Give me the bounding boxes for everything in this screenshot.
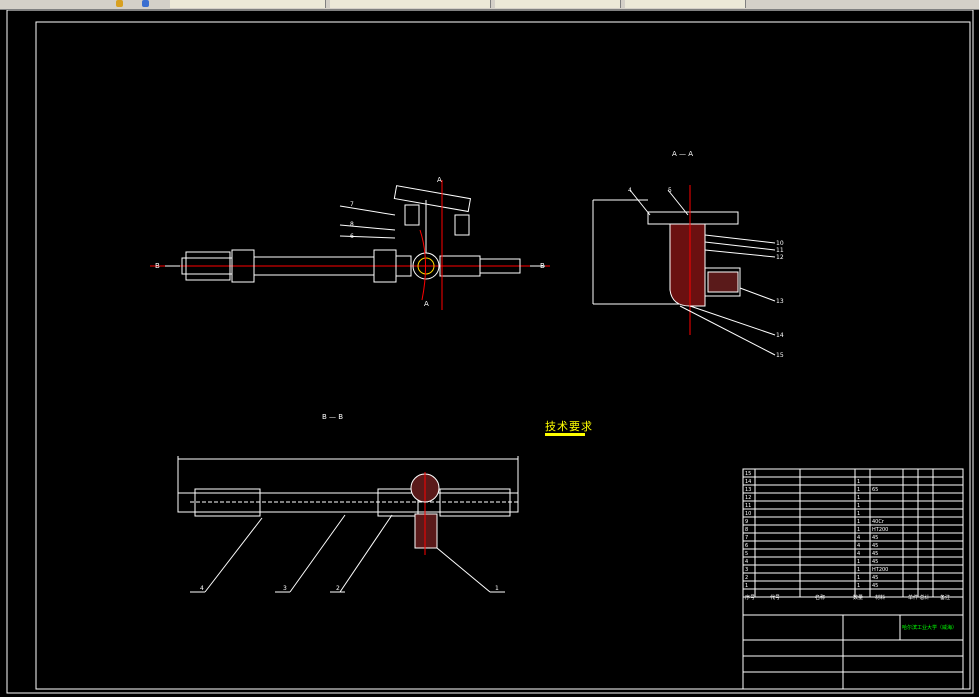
bom-row-no: 12 bbox=[745, 495, 751, 501]
inner-frame bbox=[35, 21, 971, 690]
bom-row-qty: 1 bbox=[857, 479, 860, 485]
bom-row-material: HT200 bbox=[872, 527, 888, 533]
bom-row-material: 40Cr bbox=[872, 519, 885, 525]
bom-row-material: 45 bbox=[872, 543, 878, 549]
section-bb: B — B 4 3 2 1 bbox=[177, 413, 520, 593]
bom-row-material: 45 bbox=[872, 535, 878, 541]
toolbar bbox=[0, 0, 979, 10]
bom-row-material: 45 bbox=[872, 575, 878, 581]
callout-3: 3 bbox=[283, 585, 287, 592]
outer-frame bbox=[6, 10, 974, 694]
bom-row-qty: 4 bbox=[857, 535, 860, 541]
bom-row-qty: 1 bbox=[857, 583, 860, 589]
bom-row-no: 4 bbox=[745, 559, 748, 565]
view-label-b-right: B bbox=[540, 262, 545, 270]
callout-4a: 4 bbox=[628, 187, 632, 194]
bom-row-no: 10 bbox=[745, 511, 751, 517]
bom-row-no: 13 bbox=[745, 487, 751, 493]
bom-row-no: 2 bbox=[745, 575, 748, 581]
section-bb-title: B — B bbox=[322, 413, 343, 421]
callout-6: 6 bbox=[350, 233, 354, 240]
school-name: 哈尔滨工业大学（威海） bbox=[902, 624, 957, 631]
section-aa: A — A 4 5 10 11 12 13 14 15 bbox=[592, 150, 784, 359]
cad-drawing: B B A A 7 8 6 A — A 4 5 10 11 12 13 14 1… bbox=[6, 10, 974, 694]
bom-row-qty: 1 bbox=[857, 519, 860, 525]
view-label-a-top: A bbox=[437, 176, 442, 184]
bom-row-no: 3 bbox=[745, 567, 748, 573]
bom-row-no: 11 bbox=[745, 503, 751, 509]
view-label-b-left: B bbox=[155, 262, 160, 270]
bom-row-no: 6 bbox=[745, 543, 748, 549]
bom-row-no: 5 bbox=[745, 551, 748, 557]
callout-13: 13 bbox=[776, 298, 784, 305]
bom-row-qty: 1 bbox=[857, 487, 860, 493]
bom-row-material: HT200 bbox=[872, 567, 888, 573]
bom-row-no: 1 bbox=[745, 583, 748, 589]
callout-11: 11 bbox=[776, 247, 784, 254]
callout-15: 15 bbox=[776, 352, 784, 359]
callout-10: 10 bbox=[776, 240, 784, 247]
callout-7: 7 bbox=[350, 201, 354, 208]
callout-1: 1 bbox=[495, 585, 499, 592]
callout-4b: 4 bbox=[200, 585, 204, 592]
tool-icon-1[interactable] bbox=[116, 0, 123, 7]
bom-row-no: 14 bbox=[745, 479, 751, 485]
callout-8: 8 bbox=[350, 221, 354, 228]
bom-row-qty: 1 bbox=[857, 495, 860, 501]
top-view: B B A A 7 8 6 bbox=[150, 176, 550, 310]
bom-row-qty: 1 bbox=[857, 575, 860, 581]
bom-row-qty: 1 bbox=[857, 567, 860, 573]
bom-row-material: 65 bbox=[872, 487, 878, 493]
callout-12: 12 bbox=[776, 254, 784, 261]
tool-icon-2[interactable] bbox=[142, 0, 149, 7]
bom-row-qty: 1 bbox=[857, 511, 860, 517]
view-label-a-bottom: A bbox=[424, 300, 429, 308]
callout-2: 2 bbox=[336, 585, 340, 592]
bom-row-no: 9 bbox=[745, 519, 748, 525]
bom-row-qty: 4 bbox=[857, 551, 860, 557]
bom-row-no: 8 bbox=[745, 527, 748, 533]
toolbar-field-4[interactable] bbox=[625, 0, 746, 8]
bom-row-qty: 1 bbox=[857, 503, 860, 509]
bom-row-material: 45 bbox=[872, 551, 878, 557]
bom-row-material: 45 bbox=[872, 583, 878, 589]
toolbar-field-2[interactable] bbox=[330, 0, 491, 8]
tech-requirements-label: 技术要求 bbox=[545, 420, 593, 433]
bom-row-no: 7 bbox=[745, 535, 748, 541]
callout-5a: 5 bbox=[668, 187, 672, 194]
bom-row-qty: 1 bbox=[857, 559, 860, 565]
bom-row-material: 45 bbox=[872, 559, 878, 565]
toolbar-field-3[interactable] bbox=[495, 0, 621, 8]
section-aa-title: A — A bbox=[672, 150, 693, 158]
tech-requirements-underline bbox=[545, 433, 585, 436]
toolbar-field-1[interactable] bbox=[170, 0, 326, 8]
bom-row-no: 15 bbox=[745, 471, 751, 477]
bom-row-qty: 1 bbox=[857, 527, 860, 533]
callout-14: 14 bbox=[776, 332, 784, 339]
bom-row-qty: 4 bbox=[857, 543, 860, 549]
